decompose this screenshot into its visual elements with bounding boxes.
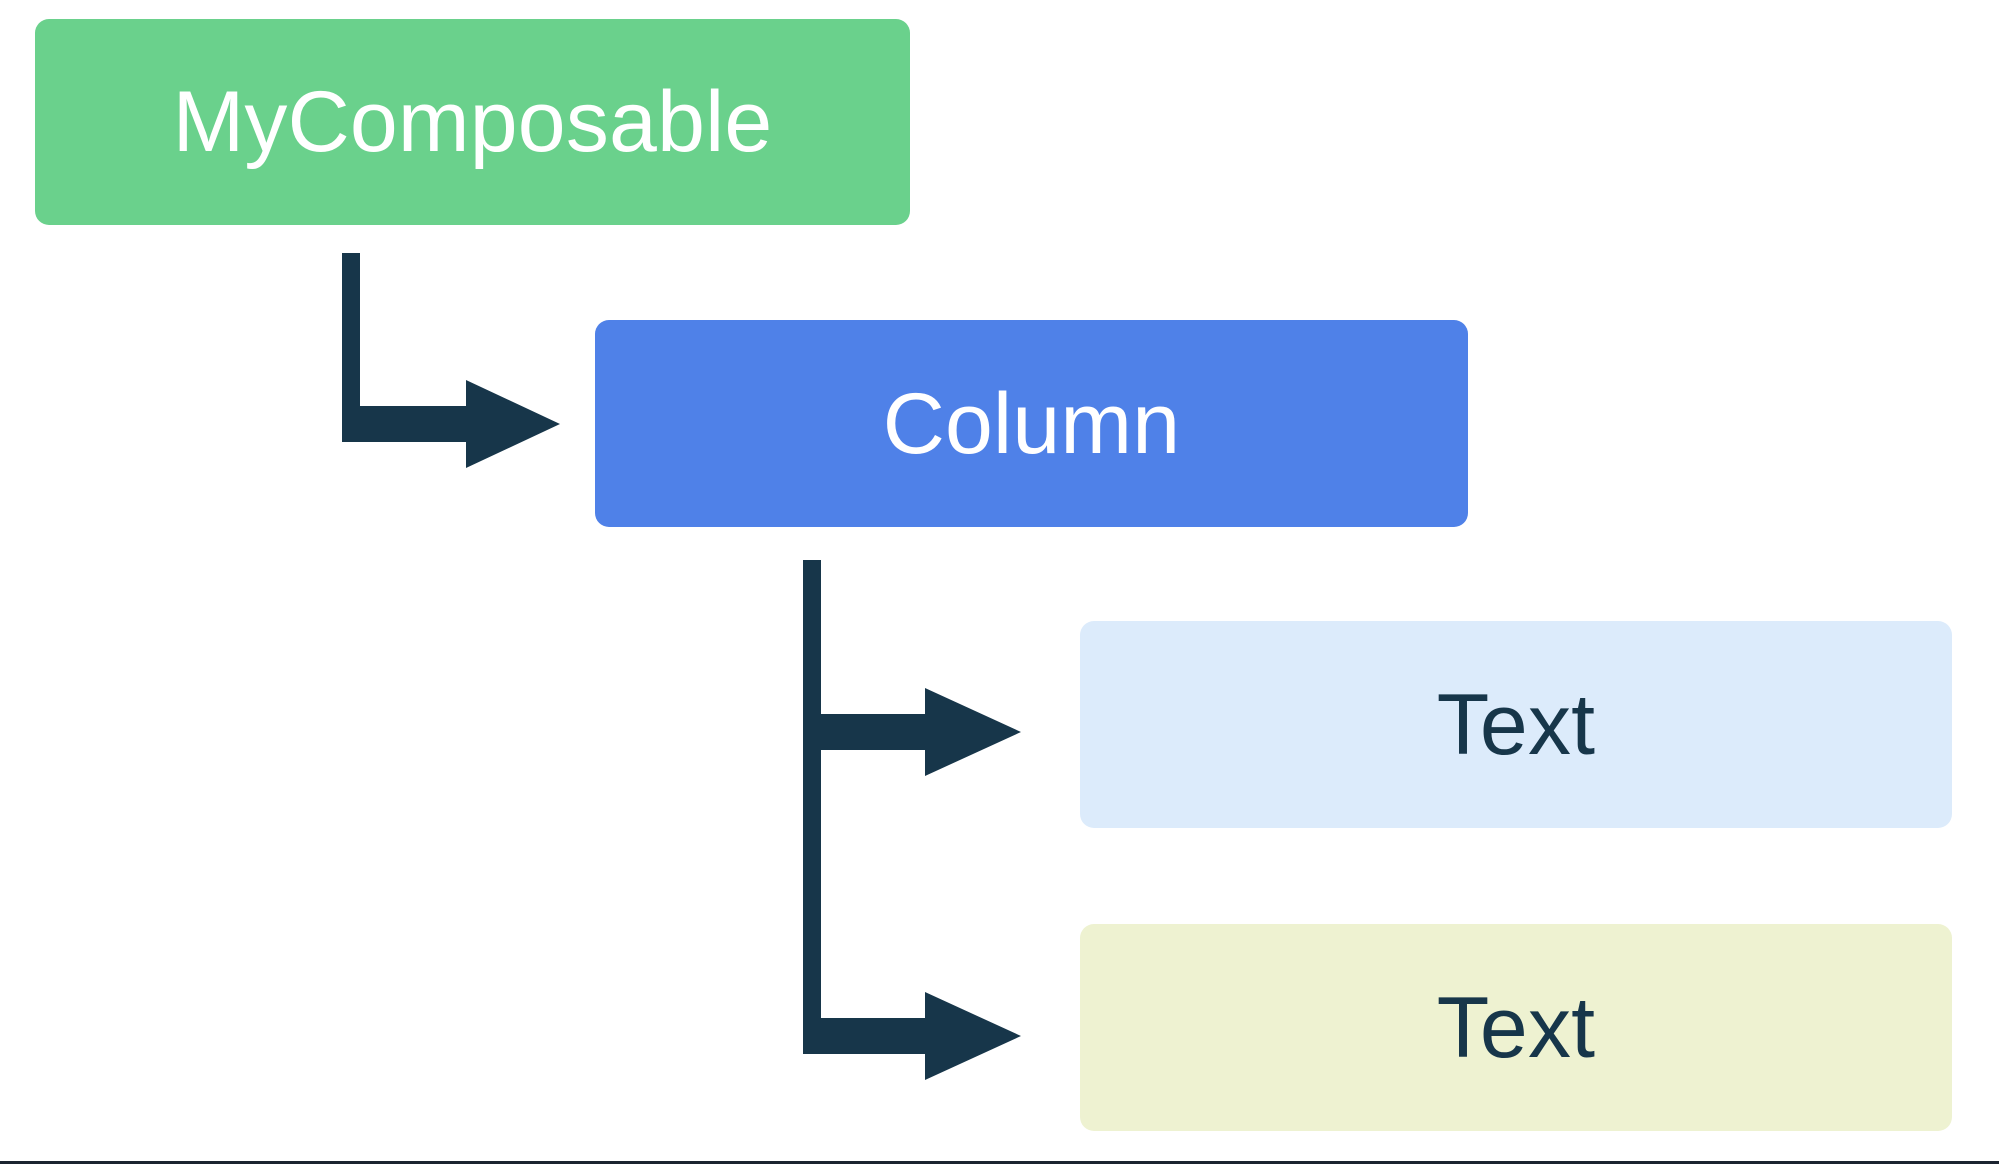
node-column[interactable]: Column: [595, 320, 1468, 527]
edge-column-to-text-2-arrow: [803, 992, 1021, 1080]
node-text-first[interactable]: Text: [1080, 621, 1952, 828]
node-column-label: Column: [882, 375, 1181, 472]
edge-column-to-text-1-arrow: [803, 560, 1021, 1036]
node-text-second[interactable]: Text: [1080, 924, 1952, 1131]
edge-root-to-column-arrow: [342, 253, 560, 468]
node-mycomposable[interactable]: MyComposable: [35, 19, 910, 225]
node-text-first-label: Text: [1436, 676, 1596, 773]
node-text-second-label: Text: [1436, 979, 1596, 1076]
bottom-divider: [0, 1161, 1999, 1164]
node-mycomposable-label: MyComposable: [172, 74, 773, 170]
